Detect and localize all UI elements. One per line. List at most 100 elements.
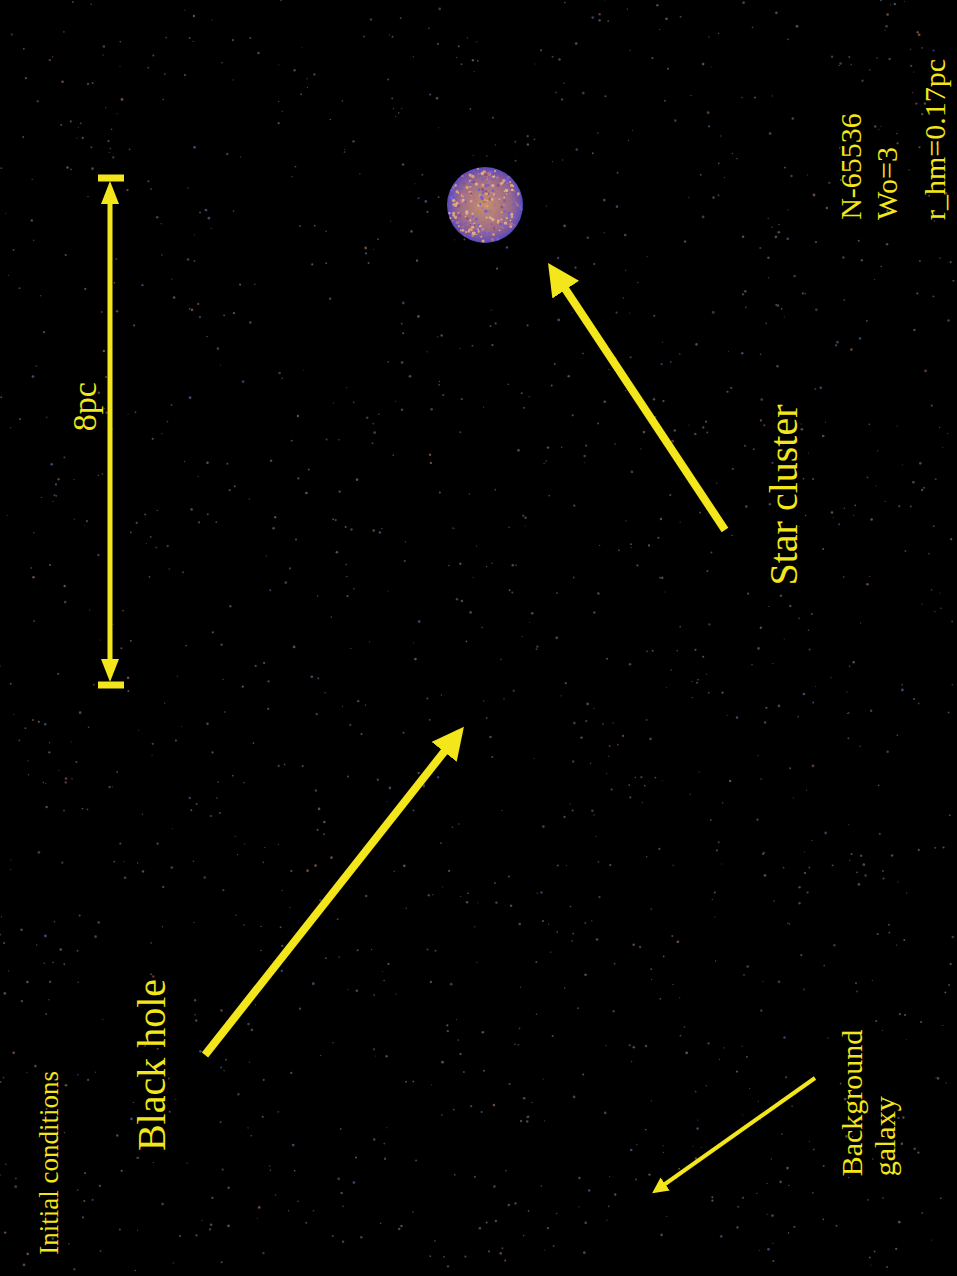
background-star	[602, 723, 604, 725]
background-star	[659, 29, 660, 30]
cluster-star	[463, 232, 466, 235]
background-star	[789, 605, 792, 608]
background-star	[665, 17, 668, 20]
background-star	[36, 365, 38, 367]
background-star	[556, 592, 558, 594]
background-star	[8, 275, 9, 276]
background-star	[26, 1253, 29, 1256]
background-star	[262, 1252, 264, 1254]
background-star	[414, 183, 415, 184]
background-star	[72, 1, 74, 3]
background-star	[54, 921, 56, 923]
cluster-star	[472, 180, 475, 183]
background-star	[886, 1266, 888, 1268]
background-star	[732, 153, 733, 154]
background-star	[123, 861, 124, 862]
background-star	[237, 854, 238, 855]
background-star	[785, 1076, 787, 1078]
cluster-star	[497, 220, 500, 223]
background-star	[490, 325, 492, 327]
background-star	[860, 855, 862, 857]
background-star	[784, 316, 785, 317]
cluster-star	[499, 223, 502, 226]
background-star	[392, 36, 394, 38]
background-star	[199, 1050, 202, 1053]
cluster-star	[507, 224, 509, 226]
background-star	[90, 146, 92, 148]
background-star	[337, 1177, 340, 1180]
background-star	[112, 786, 113, 787]
background-star	[33, 620, 35, 622]
background-star	[807, 174, 808, 175]
background-star	[292, 1144, 295, 1147]
background-star	[44, 962, 46, 964]
background-star	[808, 866, 810, 868]
background-star	[209, 1228, 211, 1230]
cluster-star	[464, 222, 467, 225]
background-star	[454, 239, 455, 240]
background-star	[349, 724, 351, 726]
background-star	[612, 722, 613, 723]
background-star	[440, 334, 443, 337]
background-star	[198, 521, 200, 523]
background-star	[655, 777, 657, 779]
background-star	[278, 372, 281, 375]
background-star	[116, 771, 118, 773]
background-star	[645, 1129, 647, 1131]
background-star	[93, 684, 95, 686]
background-star	[746, 1056, 748, 1058]
background-star	[494, 882, 496, 884]
cluster-star	[480, 196, 483, 199]
background-star	[401, 361, 404, 364]
background-star	[949, 814, 951, 816]
background-star	[880, 0, 882, 1]
background-star	[130, 640, 132, 642]
background-star	[731, 535, 732, 536]
background-star	[142, 814, 143, 815]
background-star	[415, 1159, 417, 1161]
background-star	[566, 865, 567, 866]
background-star	[302, 765, 304, 767]
background-star	[199, 316, 201, 318]
background-star	[591, 809, 594, 812]
background-star	[52, 56, 53, 57]
background-star	[68, 1243, 69, 1244]
cluster-star	[504, 221, 507, 224]
background-star	[338, 956, 340, 958]
background-star	[206, 336, 208, 338]
background-star	[113, 861, 115, 863]
cluster-star	[472, 216, 474, 218]
background-star	[662, 1179, 663, 1180]
background-star	[867, 1199, 869, 1201]
background-star	[295, 539, 297, 541]
cluster-star	[515, 202, 517, 204]
cluster-star	[497, 212, 500, 215]
background-star	[931, 405, 933, 407]
background-star	[510, 904, 513, 907]
background-star	[297, 477, 299, 479]
background-star	[766, 1183, 767, 1184]
cluster-star	[485, 184, 489, 188]
background-star	[763, 852, 765, 854]
background-star	[526, 1120, 529, 1123]
cluster-star	[455, 207, 457, 209]
parameter-label: r_hm=0.17pc	[918, 59, 951, 220]
cluster-star	[452, 220, 454, 222]
cluster-star	[462, 229, 465, 232]
background-star	[832, 864, 834, 866]
background-star	[661, 576, 664, 579]
background-star	[184, 9, 185, 10]
background-star	[372, 529, 375, 532]
background-star	[360, 733, 362, 735]
background-star	[297, 1200, 299, 1202]
background-star	[453, 528, 454, 529]
background-star	[736, 1070, 738, 1072]
cluster-star	[485, 221, 487, 223]
cluster-star	[491, 198, 494, 201]
background-star	[576, 148, 579, 151]
background-star	[255, 1004, 257, 1006]
background-star	[656, 4, 659, 7]
background-star	[528, 1210, 530, 1212]
background-star	[645, 1045, 647, 1047]
cluster-star	[454, 184, 457, 187]
